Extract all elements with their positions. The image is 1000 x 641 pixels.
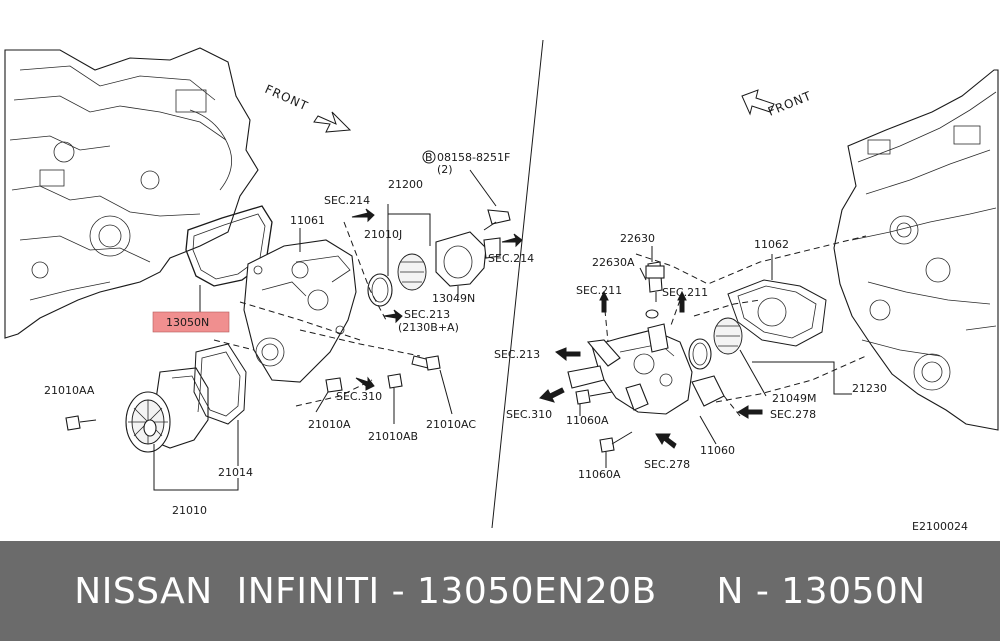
thermostat-right [688,317,743,370]
label-08158-8251F: 08158-8251F [437,151,510,164]
bolt-08158-8251F [469,169,511,231]
bolt-21010AB [387,373,403,424]
bolt-11060A-upper [575,389,613,405]
label-08158-qty: (2) [437,163,453,176]
label-sec213-a: SEC.213 [404,308,450,321]
gasket-21014 [193,343,247,425]
label-sec211-b: SEC.211 [662,286,708,299]
bolt-21010A [315,377,343,413]
parts-diagram: 13050N FRONT [4,39,999,533]
label-sec310-b: SEC.310 [506,408,552,421]
label-sec214-a: SEC.214 [324,194,370,207]
water-outlet-11061 [243,239,357,383]
svg-text:FRONT: FRONT [766,89,814,119]
label-sec310-a: SEC.310 [336,390,382,403]
front-indicator-left: FRONT [263,82,352,133]
label-11061: 11061 [290,214,325,227]
label-sec213-b: SEC.213 [494,348,540,361]
label-22630: 22630 [620,232,655,245]
diagram-code: E2100024 [912,520,968,533]
footer-banner: NISSAN INFINITI - 13050EN20B N - 13050N [0,541,1000,641]
engine-block-right [833,69,999,431]
bolt-21010AC [425,355,453,415]
label-11060: 11060 [700,444,735,457]
label-21010AC: 21010AC [426,418,476,431]
water-outlet-11060 [567,323,725,415]
svg-text:FRONT: FRONT [263,82,311,113]
gasket-11062 [727,279,827,347]
engine-block-left [4,47,259,339]
bolt-mark: B [425,151,433,164]
bolt-11060A-lower [599,431,633,453]
footer-part-numbers: NISSAN INFINITI - 13050EN20B N - 13050N [74,570,926,612]
label-21230: 21230 [852,382,887,395]
label-21010J: 21010J [364,228,402,241]
label-21010A: 21010A [308,418,351,431]
label-21014: 21014 [218,466,253,479]
temp-sensor-22630 [645,261,665,319]
label-21200: 21200 [388,178,423,191]
label-sec211-a: SEC.211 [576,284,622,297]
label-sec278-a: SEC.278 [770,408,816,421]
divider-line [491,39,544,529]
label-11060A-lower: 11060A [578,468,621,481]
bolt-21010AA [65,415,97,431]
front-indicator-right: FRONT [741,89,814,119]
label-21010AA: 21010AA [44,384,95,397]
label-21049M: 21049M [772,392,816,405]
label-13050N: 13050N [166,316,209,329]
label-11060A-upper: 11060A [566,414,609,427]
label-21010: 21010 [172,504,207,517]
water-pump-21010 [125,367,209,453]
label-sec278-b: SEC.278 [644,458,690,471]
label-21010AB: 21010AB [368,430,418,443]
label-22630A: 22630A [592,256,635,269]
label-11062: 11062 [754,238,789,251]
label-2130BA: (2130B+A) [398,321,459,334]
highlight-13050N [152,311,230,333]
bolt-mark-circle [422,150,436,164]
label-13049N: 13049N [432,292,475,305]
label-sec214-b: SEC.214 [488,252,534,265]
